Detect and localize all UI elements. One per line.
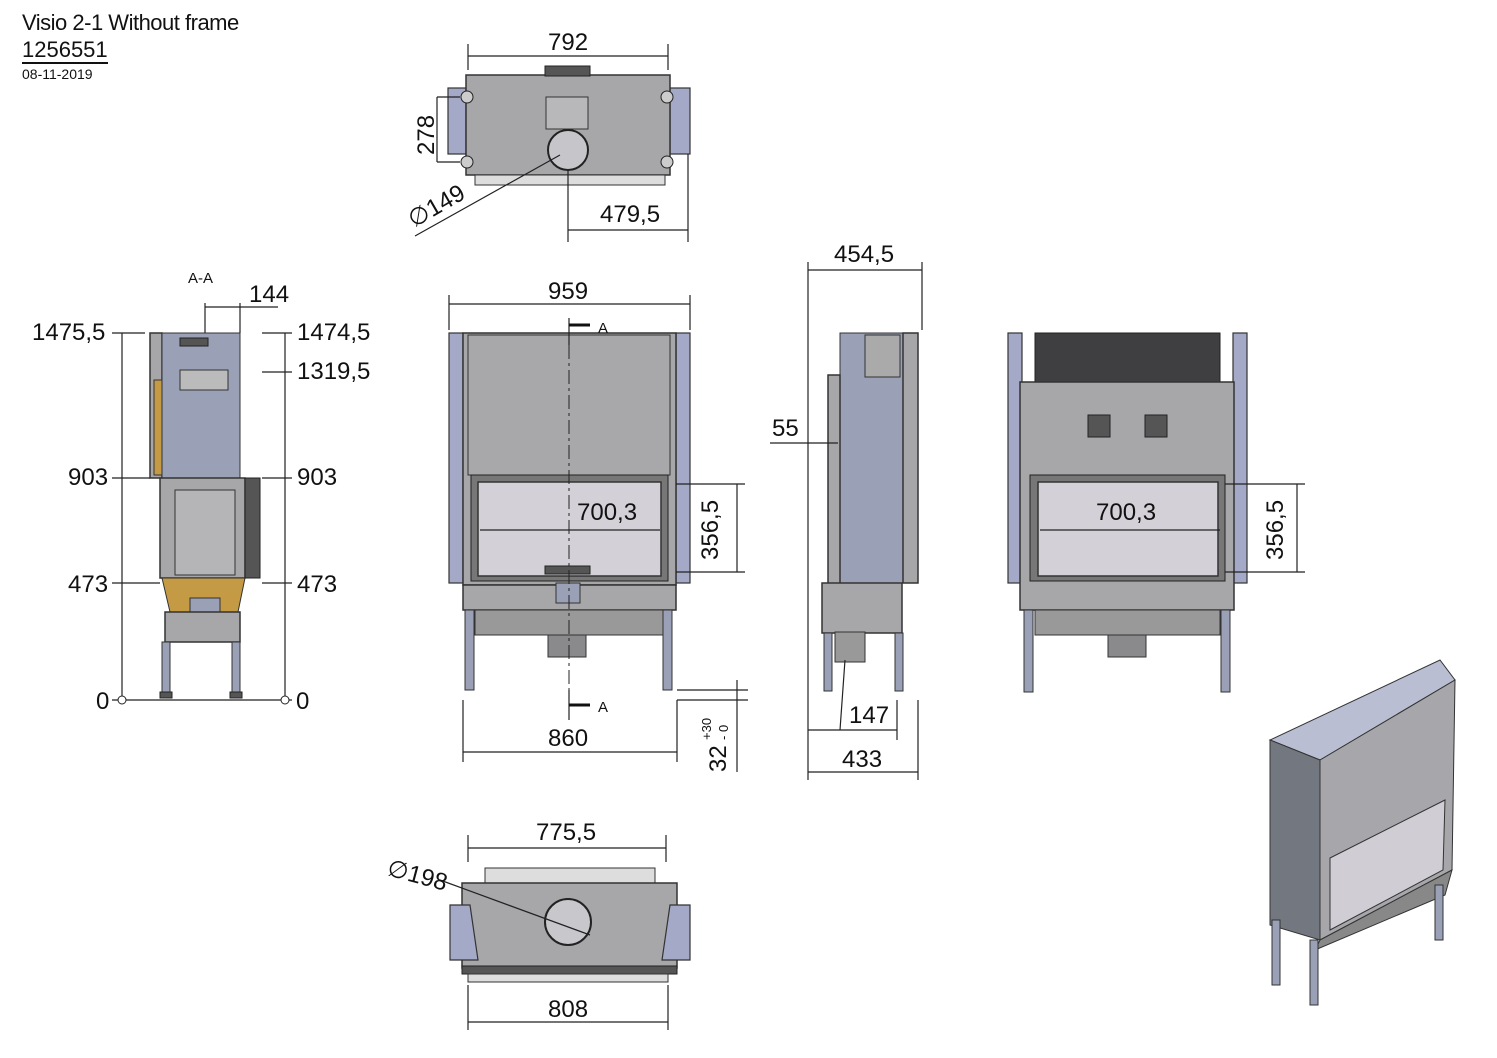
section-mark-bottom: A <box>598 699 608 716</box>
dim-side-depth: 454,5 <box>834 241 894 268</box>
tolerance-plus: +30 <box>699 718 714 740</box>
dim-zero-right: 0 <box>296 688 309 715</box>
dim-back-glass-height: 356,5 <box>1262 500 1289 560</box>
dim-top-depth: 278 <box>413 115 440 155</box>
dim-section-offset: 144 <box>249 281 289 308</box>
section-view: A-A 144 1475,5 1474,5 1319,5 903 903 473… <box>32 270 370 715</box>
dim-base-depth: 433 <box>842 746 882 773</box>
dim-glass-width: 700,3 <box>577 499 637 526</box>
dim-front-width: 959 <box>548 278 588 305</box>
dim-height-left-low: 473 <box>68 571 108 598</box>
dim-glass-height: 356,5 <box>697 500 724 560</box>
dim-height-right-low: 473 <box>297 571 337 598</box>
back-view: 700,3 356,5 <box>1007 332 1305 693</box>
drawing-title: Visio 2-1 Without frame <box>22 10 239 35</box>
dim-side-offset: 55 <box>772 415 799 442</box>
dim-flue-offset: 479,5 <box>600 201 660 228</box>
dim-base-width: 808 <box>548 996 588 1023</box>
dim-leg-adjust: 32 <box>705 745 732 772</box>
front-view: 959 A A 700,3 356,5 860 32 +30 - 0 <box>448 278 748 772</box>
dim-height-right-mid: 903 <box>297 464 337 491</box>
dim-bottom-diameter: ∅198 <box>384 855 450 897</box>
tolerance-minus: - 0 <box>716 725 731 740</box>
dim-leg-span: 860 <box>548 725 588 752</box>
isometric-view <box>1268 659 1456 1006</box>
dim-height-left-top: 1475,5 <box>32 319 105 346</box>
section-mark-top: A <box>598 320 608 337</box>
section-label: A-A <box>188 270 213 287</box>
dim-top-width: 792 <box>548 29 588 56</box>
drawing-code: 1256551 <box>22 37 108 64</box>
dim-side-flue: 147 <box>849 702 889 729</box>
dim-flue-diameter: ∅149 <box>404 179 470 233</box>
dim-zero-left: 0 <box>96 688 109 715</box>
dim-height-flue: 1319,5 <box>297 358 370 385</box>
dim-height-left-mid: 903 <box>68 464 108 491</box>
dim-height-right-top: 1474,5 <box>297 319 370 346</box>
side-view: 454,5 55 147 433 <box>770 241 923 780</box>
drawing-date: 08-11-2019 <box>22 66 93 82</box>
top-view: 792 278 ∅149 479,5 <box>404 29 691 242</box>
bottom-view: 775,5 ∅198 808 <box>384 819 691 1030</box>
dim-back-glass-width: 700,3 <box>1096 499 1156 526</box>
dim-bottom-width: 775,5 <box>536 819 596 846</box>
